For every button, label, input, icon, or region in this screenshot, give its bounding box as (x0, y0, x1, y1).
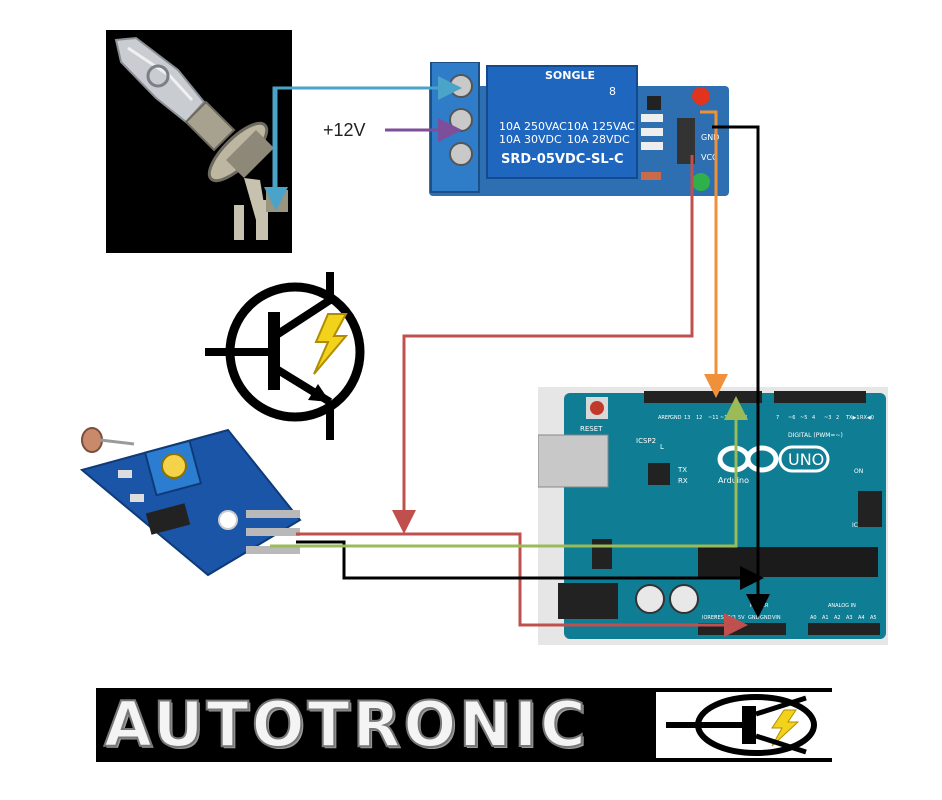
arduino-analog-a5: A5 (870, 615, 877, 621)
wire-lamp (272, 76, 462, 205)
arduino-digital-label: DIGITAL (PWM=~) (788, 432, 843, 439)
relay-rating-4: 10A 28VDC (567, 133, 630, 146)
arduino-pin-tx1: TX▶1 (845, 415, 860, 421)
arduino-pin-7: 7 (776, 415, 779, 421)
wire-relay-signal (700, 110, 728, 398)
logo-text: AUTOTRONIC (103, 688, 589, 761)
arduino-pin-4: 4 (812, 415, 815, 421)
relay-rating-1: 10A 250VAC (499, 120, 567, 133)
wire-sensor-out (270, 396, 748, 548)
arduino-analog-a4: A4 (858, 615, 865, 621)
arduino-power-gnd1: GND (748, 615, 760, 621)
relay-rating-2: 10A 30VDC (499, 133, 562, 146)
relay-rating-3: 10A 125VAC (567, 120, 635, 133)
arduino-led-rx: RX (678, 477, 688, 485)
arduino-power-reset: RESET (714, 615, 731, 621)
relay-brand: SONGLE (545, 69, 595, 82)
halogen-lamp-photo (106, 30, 292, 253)
arduino-pin-rx0: RX◀0 (860, 415, 874, 421)
supply-voltage-label: +12V (323, 120, 366, 140)
arduino-reset-label: RESET (580, 425, 603, 433)
arduino-pin-gnd: GND (670, 415, 682, 421)
arduino-led-l: L (660, 443, 664, 451)
arduino-analog-a0: A0 (810, 615, 817, 621)
wire-relay-ground (712, 125, 770, 618)
arduino-analog-a1: A1 (822, 615, 829, 621)
arduino-power-ioref: IOREF (702, 615, 717, 621)
lightning-icon (313, 313, 349, 375)
arduino-brand-label: Arduino (718, 476, 749, 485)
arduino-analog-a2: A2 (834, 615, 841, 621)
arduino-pin-5: ~5 (800, 415, 807, 421)
relay-model: SRD-05VDC-SL-C (501, 152, 624, 167)
arduino-pin-13: 13 (684, 415, 690, 421)
arduino-pin-3: ~3 (824, 415, 831, 421)
relay-pin-vcc: VCC (701, 153, 718, 162)
arduino-pin-11: ~11 (708, 415, 719, 421)
arduino-on-label: ON (854, 468, 863, 475)
arduino-analog-label: ANALOG IN (828, 603, 856, 609)
arduino-pin-6: ~6 (788, 415, 795, 421)
light-sensor-module (78, 410, 303, 585)
relay-pin-gnd: GND (701, 133, 719, 142)
wire-relay-vcc (392, 155, 694, 534)
arduino-power-vin: VIN (772, 615, 781, 621)
arduino-pin-2: 2 (836, 415, 839, 421)
arduino-power-gnd2: GND (760, 615, 772, 621)
arduino-pin-12: 12 (696, 415, 702, 421)
wire-sensor-ground (296, 540, 764, 590)
arduino-analog-a3: A3 (846, 615, 853, 621)
arduino-icsp2-label: ICSP2 (636, 437, 656, 445)
arduino-led-tx: TX (677, 466, 687, 474)
phototransistor-symbol (200, 270, 375, 445)
relay-pin-count: 8 (609, 85, 616, 98)
autotronic-logo: AUTOTRONIC (96, 688, 832, 762)
logo-transistor-icon (656, 692, 832, 758)
arduino-pin-aref: AREF (658, 415, 671, 421)
arduino-uno-label: UNO (788, 450, 824, 469)
